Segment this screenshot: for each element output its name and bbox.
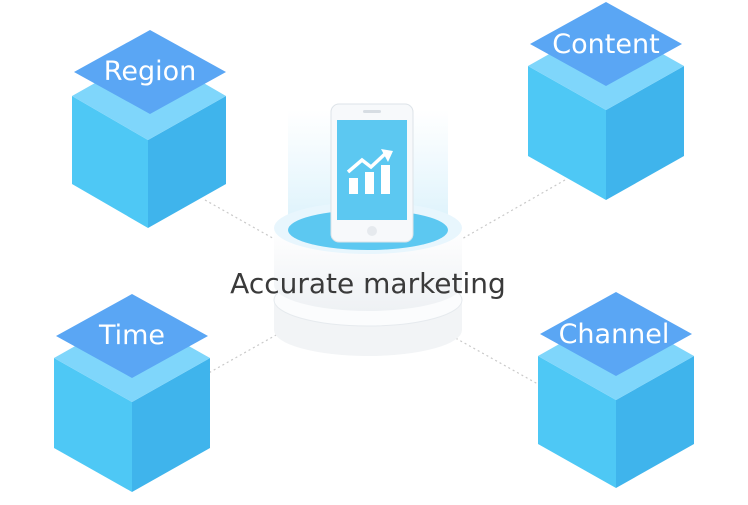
time-label: Time [98, 320, 165, 351]
cube-right-face [132, 358, 210, 492]
connector-lines [204, 179, 566, 389]
content-node: Content [528, 2, 684, 200]
channel-label: Channel [559, 319, 670, 350]
region-label: Region [104, 56, 196, 87]
growth-chart-icon [346, 149, 393, 194]
phone-icon [330, 103, 414, 243]
region-node: Region [72, 30, 226, 228]
label-diamond [56, 294, 208, 378]
cube-right-face [606, 66, 684, 200]
label-diamond [530, 2, 682, 86]
channel-node: Channel [538, 292, 694, 488]
center-label: Accurate marketing [230, 267, 506, 300]
label-diamond [74, 30, 226, 114]
label-diamond [540, 292, 692, 376]
connector-region [204, 199, 286, 246]
cube-left-face [528, 66, 606, 200]
cube-left-face [54, 358, 132, 492]
connector-content [459, 179, 566, 241]
content-label: Content [552, 29, 659, 60]
connector-channel [449, 334, 546, 389]
time-node: Time [54, 294, 210, 492]
connector-time [204, 329, 286, 376]
center-node: Accurate marketing [230, 103, 506, 356]
